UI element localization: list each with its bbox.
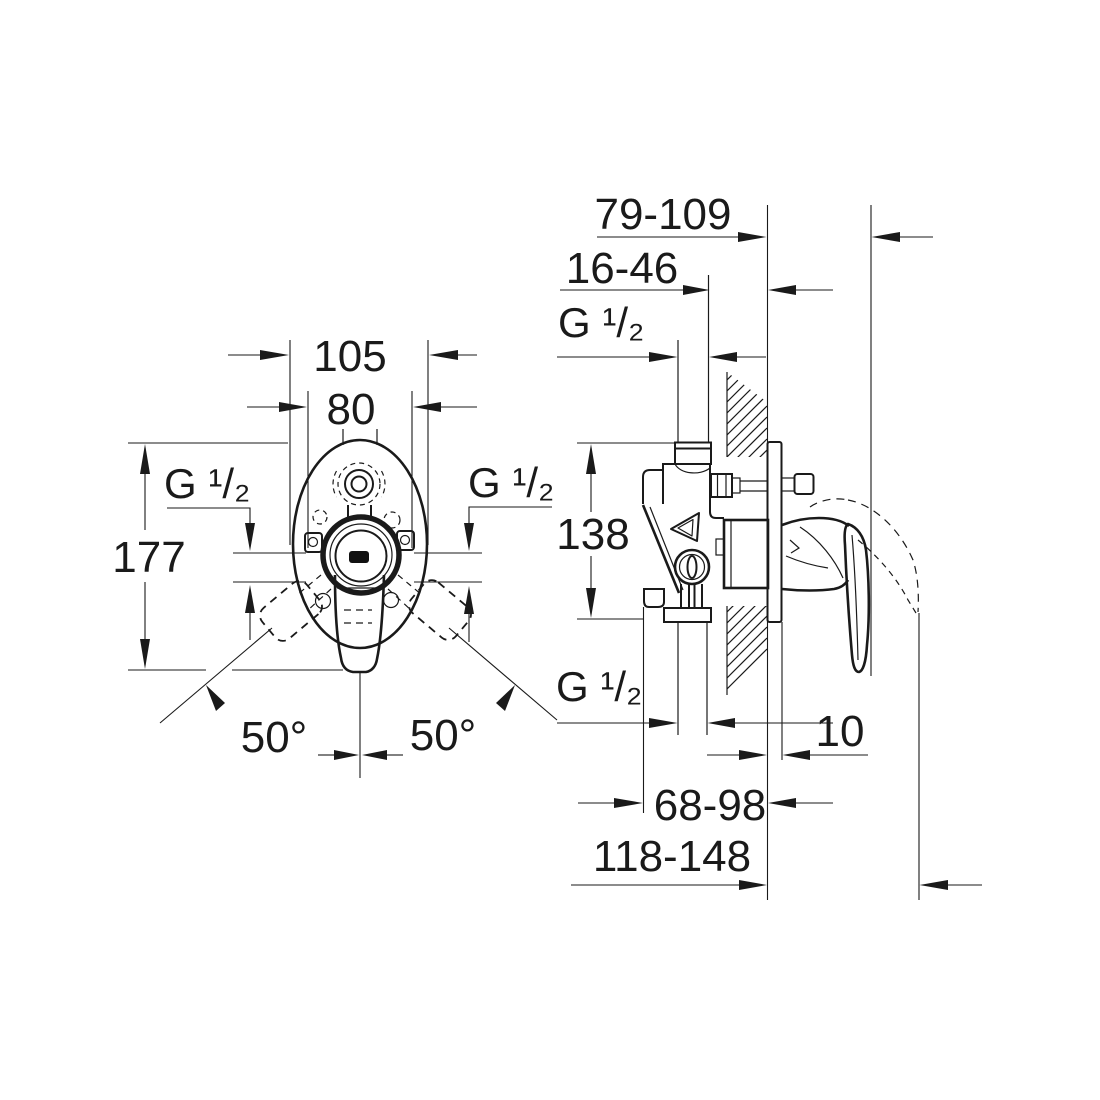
thread-label-side-top: G ¹/₂ (557, 299, 766, 362)
dimension-height: 177 (112, 442, 343, 671)
bracket-bottom (643, 588, 665, 608)
body-right-step (709, 497, 724, 519)
dimension-plate-width: 105 (228, 332, 477, 545)
g-half-label: G ¹/₂ (468, 459, 554, 506)
thread-label-front-right: G ¹/₂ (464, 459, 554, 642)
dimension-wall-distance: 79-109 (594, 190, 933, 242)
escutcheon-flange-side (766, 441, 783, 623)
cartridge-collar-ring (320, 514, 402, 596)
valve-body (641, 441, 770, 623)
handle-hub-circle (334, 529, 388, 583)
dim-label-80: 80 (327, 385, 376, 434)
port-circle-outer (673, 548, 711, 586)
dim-label-50-left: 50° (241, 713, 308, 762)
dim-label-68-98: 68-98 (654, 781, 767, 830)
cartridge-notch (715, 538, 725, 556)
lever-handle-side (781, 516, 871, 674)
side-view: 79-109 16-46 G ¹/₂ 138 (556, 190, 982, 900)
handle-end-mark (349, 551, 369, 563)
diverter-side-arc-left (332, 470, 338, 498)
dimension-hole-spacing: 80 (247, 385, 477, 548)
handle-rotated-right-dashed (408, 579, 472, 641)
dimension-port-spacing: 138 (556, 442, 675, 620)
port-slot (686, 555, 698, 579)
top-fitting (674, 441, 712, 465)
dim-label-138: 138 (556, 510, 629, 559)
inlet-port-lines (233, 552, 482, 583)
neck-shoulder-arc (674, 463, 711, 474)
g-half-label: G ¹/₂ (164, 460, 250, 507)
diverter-side-arc-right (380, 470, 386, 498)
screw-boss-bottom-right (382, 591, 400, 609)
dim-label-118-148: 118-148 (593, 832, 751, 881)
dim-label-50-right: 50° (410, 711, 477, 760)
body-slant-edge (641, 504, 681, 594)
handle-rotated-dashed-side (809, 498, 919, 614)
swing-angle-dimension: 50° 50° (159, 627, 558, 778)
bottom-stub-pipes (680, 584, 703, 608)
diverter-knob-ring (344, 469, 374, 499)
handle-rotated-left-dashed (259, 580, 323, 642)
dim-label-177: 177 (112, 533, 185, 582)
thread-label-side-bottom: G ¹/₂ (556, 663, 833, 728)
g-half-label: G ¹/₂ (556, 663, 642, 710)
g-half-label: G ¹/₂ (558, 299, 644, 346)
dashed-boss-top-right (383, 511, 401, 529)
thread-label-front-left: G ¹/₂ (164, 460, 255, 640)
wall-hatch-bottom (727, 606, 767, 695)
dimension-total-depth: 118-148 (571, 832, 982, 890)
bracket-top (642, 469, 663, 504)
bottom-fitting (663, 607, 712, 623)
diverter-spindle (710, 473, 767, 498)
triangle-marker-inner (677, 518, 694, 537)
diverter-knob-side (780, 473, 815, 495)
dimension-recess-depth: 16-46 (560, 244, 833, 295)
dim-label-105: 105 (313, 332, 386, 381)
diverter-knob-dashed-circle (337, 462, 381, 506)
dim-label-79-109: 79-109 (594, 190, 731, 239)
lever-handle-front (333, 574, 386, 674)
dim-label-10: 10 (816, 707, 865, 756)
escutcheon-plate-outline (291, 438, 429, 650)
diverter-knob-inner-circle (350, 475, 368, 493)
dimension-plate-offset: 10 (707, 707, 868, 760)
collar-inner-edge (329, 523, 393, 587)
front-view: 105 80 177 G ¹/₂ (112, 332, 558, 778)
rotated-handle-neck-dashes (296, 574, 423, 612)
handle-blade-side (843, 522, 871, 674)
triangle-marker-outer (670, 512, 700, 542)
dimension-body-depth: 68-98 (578, 781, 833, 830)
port-circle-inner (678, 553, 706, 581)
screw-boss-bottom-left (314, 592, 332, 610)
mounting-tab-right (396, 530, 415, 551)
dashed-boss-top-left (312, 509, 328, 525)
dim-label-16-46: 16-46 (566, 244, 679, 293)
